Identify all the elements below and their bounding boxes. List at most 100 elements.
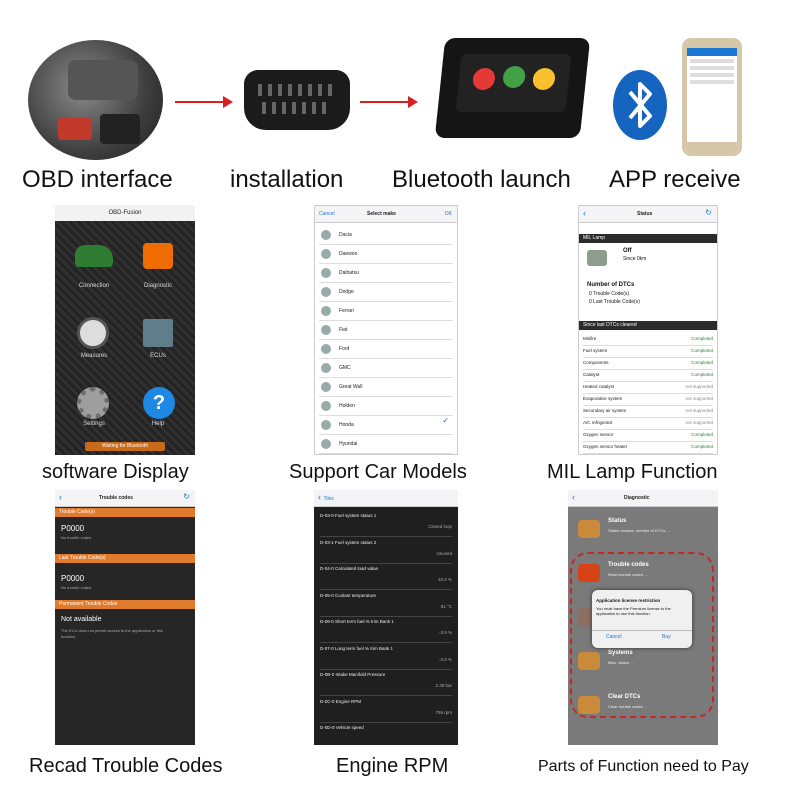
monitor-status: Completed <box>691 348 713 353</box>
caption-installation: installation <box>230 166 344 193</box>
make-label: GMC <box>339 365 351 371</box>
dtc-count: 0 Trouble Code(s) <box>589 291 630 297</box>
pid-row[interactable]: D-07-0 Long term fuel % trim Bank 1-3.9 … <box>320 641 452 670</box>
list-item[interactable]: Great Wall <box>319 378 453 397</box>
make-label: Daewoo <box>339 251 358 257</box>
tile-diagnostic[interactable]: Diagnostic <box>143 283 172 289</box>
item-subtitle: Clear trouble codes ... <box>608 704 648 709</box>
monitor-name: Evaporative system <box>583 396 623 401</box>
status-bar: Waiting for Bluetooth <box>85 442 165 451</box>
list-item[interactable]: Honda <box>319 416 453 435</box>
pid-row[interactable]: D-0D-0 Vehicle speed <box>320 720 452 745</box>
monitor-status: Completed <box>691 336 713 341</box>
list-item[interactable]: GMC <box>319 359 453 378</box>
car-icon[interactable] <box>75 245 113 267</box>
monitor-name: Secondary air system <box>583 408 627 413</box>
pid-label: D-03-1 Fuel system status 2 <box>320 539 377 545</box>
gear-icon[interactable] <box>77 387 109 419</box>
back-icon[interactable]: ‹ <box>59 492 62 502</box>
caption-mil-lamp-function: MIL Lamp Function <box>547 461 718 483</box>
brand-logo-icon <box>321 420 331 430</box>
item-subtitle: Read trouble codes, ... <box>608 572 649 577</box>
dialog-cancel-button[interactable]: Cancel <box>606 634 622 640</box>
pid-label: D-06-0 Short term fuel % trim Bank 1 <box>320 619 394 624</box>
back-icon[interactable]: ‹ <box>572 492 575 502</box>
dialog-body: You must have the Premium license to the… <box>596 606 671 616</box>
tile-help[interactable]: Help <box>151 421 165 427</box>
code-1-sub: No trouble codes <box>61 535 92 540</box>
tile-connection[interactable]: Connection <box>78 283 110 289</box>
caption-app-receive: APP receive <box>609 166 741 193</box>
list-item[interactable]: Ford <box>319 340 453 359</box>
brand-logo-icon <box>321 344 331 354</box>
section-last-trouble-codes: Last Trouble Code(s) <box>55 554 195 563</box>
make-label: Honda <box>339 422 354 428</box>
list-item[interactable]: Dacia <box>319 226 453 245</box>
brand-logo-icon <box>321 401 331 411</box>
bluetooth-icon <box>613 70 667 140</box>
refresh-icon[interactable]: ↻ <box>705 208 712 217</box>
item-subtitle: Status monitor, number of DTCs, ... <box>608 528 671 533</box>
list-item[interactable]: Dodge <box>319 283 453 302</box>
item-icon <box>578 652 600 670</box>
dialog-buy-button[interactable]: Buy <box>662 634 671 640</box>
make-label: Fiat <box>339 327 348 333</box>
brand-logo-icon <box>321 363 331 373</box>
list-item[interactable]: Fiat <box>319 321 453 340</box>
screen-title: Select make <box>367 211 396 217</box>
list-item[interactable]: Holden <box>319 397 453 416</box>
screen-mil-lamp: ‹ Status ↻ MIL Lamp Off Since 0km Number… <box>578 205 718 455</box>
back-button[interactable]: ‹ Tiles <box>318 492 334 502</box>
pid-row[interactable]: D-06-0 Short term fuel % trim Bank 1 -3.9… <box>320 614 452 643</box>
code-1[interactable]: P0000 <box>61 524 85 533</box>
brand-logo-icon <box>321 306 331 316</box>
pid-value: -3.9 % <box>438 630 452 635</box>
monitor-status: not supported <box>685 408 713 413</box>
not-available-note: The ECU does not permit access to the ap… <box>61 628 164 639</box>
list-item[interactable]: Daihatsu <box>319 264 453 283</box>
obd-connector-image <box>244 70 350 130</box>
pid-value: 2.39 bar <box>435 683 452 688</box>
list-item[interactable]: Hyundai <box>319 435 453 454</box>
monitor-status: not supported <box>685 396 713 401</box>
screen-software-display: OBD-Fusion Connection Diagnostic Measure… <box>55 205 195 455</box>
caption-parts-of-function: Parts of Function need to Pay <box>538 758 749 775</box>
back-icon[interactable]: ‹ <box>583 208 586 218</box>
item-icon <box>578 520 600 538</box>
gauge-icon[interactable] <box>77 317 109 349</box>
code-2[interactable]: P0000 <box>61 574 85 583</box>
monitor-status: Completed <box>691 360 713 365</box>
tile-ecus[interactable]: ECUs <box>150 353 166 359</box>
dtc-title: Number of DTCs <box>587 282 635 288</box>
help-icon[interactable]: ? <box>143 387 175 419</box>
tile-measures[interactable]: Measures <box>80 353 108 359</box>
brand-logo-icon <box>321 439 331 449</box>
tile-settings[interactable]: Settings <box>83 421 105 427</box>
ok-button[interactable]: OK <box>444 211 452 217</box>
list-item[interactable]: Daewoo <box>319 245 453 264</box>
list-item[interactable]: Ferrari <box>319 302 453 321</box>
monitor-status: Completed <box>691 444 713 449</box>
screen-title: Trouble codes <box>99 495 133 501</box>
pid-label: D-0C-0 Engine RPM <box>320 698 362 704</box>
chip-icon[interactable] <box>143 319 173 347</box>
refresh-icon[interactable]: ↻ <box>183 492 190 501</box>
section-trouble-codes: Trouble Code(s) <box>55 508 195 517</box>
cancel-button[interactable]: Cancel <box>319 211 335 217</box>
engine-icon[interactable] <box>143 243 173 269</box>
caption-software-display: software Display <box>42 461 189 483</box>
brand-logo-icon <box>321 287 331 297</box>
checkmark-icon: ✓ <box>442 416 449 425</box>
